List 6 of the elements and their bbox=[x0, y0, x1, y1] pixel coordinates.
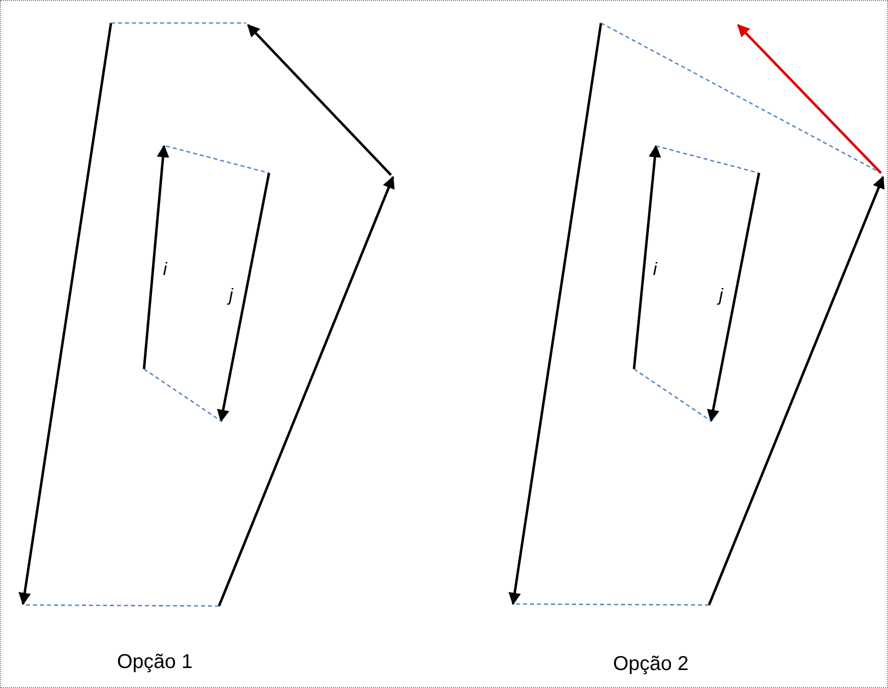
vector-label: j bbox=[229, 285, 233, 306]
vector-label: i bbox=[163, 259, 167, 280]
vector-label: j bbox=[719, 285, 723, 306]
caption: Opção 1 bbox=[117, 651, 193, 674]
caption: Opção 2 bbox=[613, 653, 689, 676]
vector-label: i bbox=[653, 259, 657, 280]
